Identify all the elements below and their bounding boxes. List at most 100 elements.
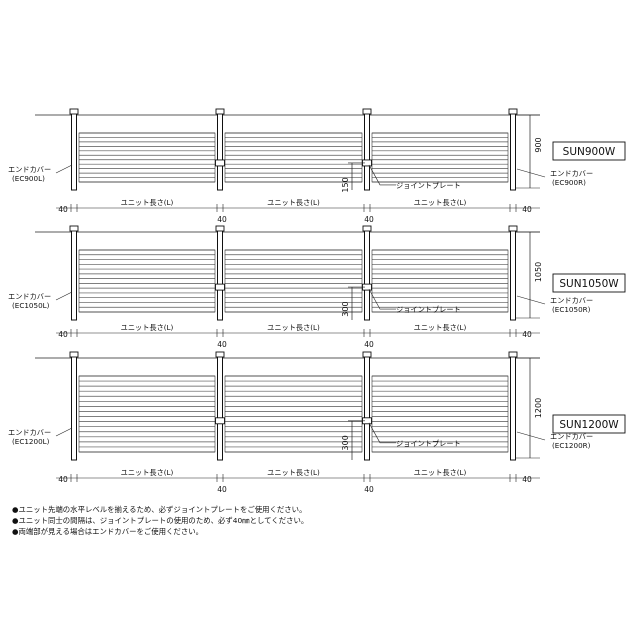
gap-40-label: 40 bbox=[58, 205, 68, 214]
unit-length-label: ユニット長さ(L) bbox=[414, 323, 467, 332]
right-cover-code: (EC900R) bbox=[552, 178, 586, 187]
post bbox=[217, 110, 223, 191]
joint-dimension: 300 bbox=[341, 301, 350, 316]
gap-40-label: 40 bbox=[58, 330, 68, 339]
left-cover-code: (EC1200L) bbox=[12, 437, 50, 446]
gap-40-label: 40 bbox=[217, 215, 227, 224]
right-cover-leader bbox=[516, 168, 546, 178]
height-dimension: 1200 bbox=[534, 398, 543, 418]
model-box bbox=[552, 273, 626, 293]
unit-length-label: ユニット長さ(L) bbox=[121, 468, 174, 477]
height-dimension: 1050 bbox=[534, 262, 543, 282]
left-cover-leader bbox=[55, 164, 73, 174]
post bbox=[71, 227, 77, 321]
joint-plate bbox=[215, 283, 225, 291]
gap-40-label: 40 bbox=[522, 330, 532, 339]
joint-dimension: 300 bbox=[341, 435, 350, 450]
gap-40-label: 40 bbox=[522, 205, 532, 214]
unit-length-label: ユニット長さ(L) bbox=[121, 323, 174, 332]
joint-plate-label: ジョイントプレート bbox=[396, 439, 461, 448]
model-label: SUN900W bbox=[563, 146, 616, 158]
post-cap bbox=[215, 351, 225, 358]
gap-40-label: 40 bbox=[364, 215, 374, 224]
joint-dimension: 150 bbox=[341, 177, 350, 192]
unit-length-label: ユニット長さ(L) bbox=[267, 198, 320, 207]
model-box bbox=[552, 414, 626, 434]
post bbox=[510, 353, 516, 461]
notes-list: ●ユニット先端の水平レベルを揃えるため、必ずジョイントプレートをご使用ください。… bbox=[12, 504, 612, 537]
left-cover-label: エンドカバー bbox=[8, 292, 51, 301]
unit-frame bbox=[224, 132, 363, 183]
right-cover-code: (EC1050R) bbox=[552, 305, 591, 314]
post-cap bbox=[69, 351, 79, 358]
post bbox=[217, 227, 223, 321]
note-3: ●両端部が見える場合はエンドカバーをご使用ください。 bbox=[12, 527, 203, 536]
post bbox=[71, 110, 77, 191]
gap-40-label: 40 bbox=[364, 340, 374, 349]
post bbox=[217, 353, 223, 461]
unit-length-label: ユニット長さ(L) bbox=[267, 323, 320, 332]
height-dimension: 900 bbox=[534, 137, 543, 152]
left-cover-code: (EC900L) bbox=[12, 174, 45, 183]
post-cap bbox=[508, 351, 518, 358]
right-cover-label: エンドカバー bbox=[550, 169, 593, 178]
post bbox=[510, 110, 516, 191]
right-cover-label: エンドカバー bbox=[550, 432, 593, 441]
unit-length-label: ユニット長さ(L) bbox=[414, 198, 467, 207]
post-cap bbox=[362, 351, 372, 358]
post-cap bbox=[362, 225, 372, 232]
right-cover-code: (EC1200R) bbox=[552, 441, 591, 450]
left-cover-label: エンドカバー bbox=[8, 428, 51, 437]
unit-frame bbox=[78, 249, 216, 313]
post bbox=[71, 353, 77, 461]
gap-40-label: 40 bbox=[217, 340, 227, 349]
post-cap bbox=[362, 108, 372, 115]
left-cover-leader bbox=[55, 427, 73, 437]
gap-40-label: 40 bbox=[364, 485, 374, 494]
joint-plate-label: ジョイントプレート bbox=[396, 305, 461, 314]
post-cap bbox=[508, 225, 518, 232]
post bbox=[364, 353, 370, 461]
unit-frame bbox=[371, 375, 509, 453]
unit-length-label: ユニット長さ(L) bbox=[414, 468, 467, 477]
unit-frame bbox=[371, 249, 509, 313]
post-cap bbox=[69, 225, 79, 232]
left-cover-leader bbox=[55, 291, 73, 301]
joint-plate-label: ジョイントプレート bbox=[396, 181, 461, 190]
right-cover-label: エンドカバー bbox=[550, 296, 593, 305]
post-cap bbox=[215, 108, 225, 115]
unit-length-label: ユニット長さ(L) bbox=[121, 198, 174, 207]
joint-leader bbox=[368, 288, 396, 310]
right-cover-leader bbox=[516, 431, 546, 441]
note-2: ●ユニット同士の間隔は、ジョイントプレートの使用のため、必ず40㎜としてください… bbox=[12, 516, 309, 525]
joint-leader bbox=[368, 422, 396, 444]
post bbox=[510, 227, 516, 321]
left-cover-code: (EC1050L) bbox=[12, 301, 50, 310]
gap-40-label: 40 bbox=[58, 475, 68, 484]
model-label: SUN1050W bbox=[559, 278, 619, 290]
post bbox=[364, 227, 370, 321]
right-cover-leader bbox=[516, 295, 546, 305]
gap-40-label: 40 bbox=[522, 475, 532, 484]
gap-40-label: 40 bbox=[217, 485, 227, 494]
post-cap bbox=[69, 108, 79, 115]
post-cap bbox=[508, 108, 518, 115]
unit-frame bbox=[224, 249, 363, 313]
note-1: ●ユニット先端の水平レベルを揃えるため、必ずジョイントプレートをご使用ください。 bbox=[12, 505, 307, 514]
unit-frame bbox=[78, 375, 216, 453]
post-cap bbox=[215, 225, 225, 232]
model-box bbox=[552, 141, 626, 161]
unit-frame bbox=[371, 132, 509, 183]
joint-plate bbox=[215, 159, 225, 167]
joint-leader bbox=[368, 164, 396, 186]
joint-plate bbox=[215, 417, 225, 425]
unit-frame bbox=[224, 375, 363, 453]
left-cover-label: エンドカバー bbox=[8, 165, 51, 174]
unit-length-label: ユニット長さ(L) bbox=[267, 468, 320, 477]
model-label: SUN1200W bbox=[559, 419, 619, 431]
unit-frame bbox=[78, 132, 216, 183]
